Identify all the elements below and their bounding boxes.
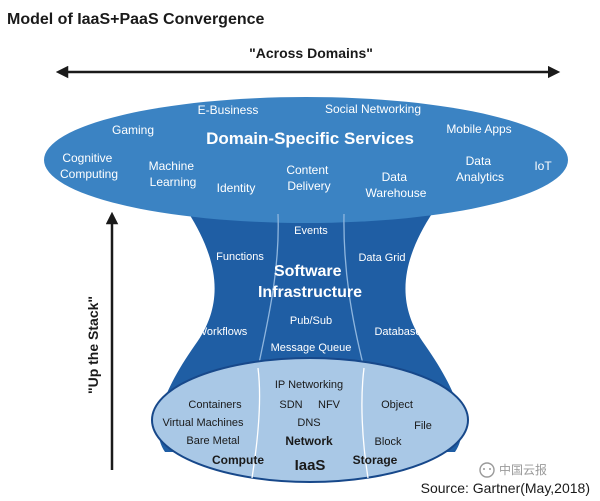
bottom-divider-right <box>361 367 369 479</box>
item-bare-metal: Bare Metal <box>186 435 239 447</box>
iaas-layer <box>151 357 469 483</box>
watermark: 中国云报 <box>479 462 547 478</box>
item-functions: Functions <box>216 251 264 263</box>
item-containers: Containers <box>188 399 242 411</box>
item-block: Block <box>375 436 402 448</box>
item-nfv: NFV <box>318 399 341 411</box>
item-iot: IoT <box>534 159 552 173</box>
source-credit: Source: Gartner(May,2018) <box>421 480 590 496</box>
item-data-analytics: Data Analytics <box>456 154 504 184</box>
machine-line-1: Machine <box>149 159 195 173</box>
item-social-networking: Social Networking <box>325 102 421 116</box>
up-the-stack-label: "Up the Stack" <box>85 296 101 394</box>
item-machine-learning: Machine Learning <box>149 159 198 189</box>
middle-divider-right <box>343 213 365 369</box>
item-data-grid: Data Grid <box>358 252 405 264</box>
item-object: Object <box>381 399 413 411</box>
network-label: Network <box>285 434 333 448</box>
iaas-title: IaaS <box>295 457 326 474</box>
item-e-business: E-Business <box>198 103 259 117</box>
item-data-warehouse: Data Warehouse <box>366 170 427 200</box>
analytics-line-1: Data <box>466 154 492 168</box>
storage-label: Storage <box>353 453 398 467</box>
software-infrastructure-title: Software Infrastructure <box>258 263 362 301</box>
item-ip-networking: IP Networking <box>275 379 343 391</box>
item-database: Database <box>374 326 421 338</box>
item-virtual-machines: Virtual Machines <box>162 417 244 429</box>
item-sdn: SDN <box>279 399 302 411</box>
item-cognitive-computing: Cognitive Computing <box>60 151 118 181</box>
sw-title-line-2: Infrastructure <box>258 284 362 301</box>
item-pub-sub: Pub/Sub <box>290 315 332 327</box>
warehouse-line-2: Warehouse <box>366 186 427 200</box>
warehouse-line-1: Data <box>382 170 408 184</box>
compute-label: Compute <box>212 453 264 467</box>
item-identity: Identity <box>217 181 256 195</box>
item-dns: DNS <box>297 417 320 429</box>
item-file: File <box>414 420 432 432</box>
content-line-2: Delivery <box>287 179 330 193</box>
machine-line-2: Learning <box>150 175 197 189</box>
item-events: Events <box>294 225 328 237</box>
item-message-queue: Message Queue <box>271 342 352 354</box>
domain-services-title: Domain-Specific Services <box>206 129 414 148</box>
domain-services-layer <box>44 97 568 223</box>
middle-divider-left <box>257 213 279 369</box>
watermark-icon-dot-2 <box>489 468 491 470</box>
cognitive-line-1: Cognitive <box>62 151 112 165</box>
item-workflows: Workflows <box>197 326 248 338</box>
cognitive-line-2: Computing <box>60 167 118 181</box>
item-content-delivery: Content Delivery <box>286 163 331 193</box>
content-line-1: Content <box>286 163 329 177</box>
diagram-title: Model of IaaS+PaaS Convergence <box>7 11 265 28</box>
item-mobile-apps: Mobile Apps <box>446 122 511 136</box>
analytics-line-2: Analytics <box>456 170 504 184</box>
across-domains-label: "Across Domains" <box>249 45 373 61</box>
item-gaming: Gaming <box>112 123 154 137</box>
watermark-icon-dot-1 <box>483 468 485 470</box>
sw-title-line-1: Software <box>274 263 342 280</box>
watermark-text: 中国云报 <box>499 462 547 477</box>
bottom-divider-left <box>251 367 261 479</box>
watermark-icon <box>479 462 495 478</box>
